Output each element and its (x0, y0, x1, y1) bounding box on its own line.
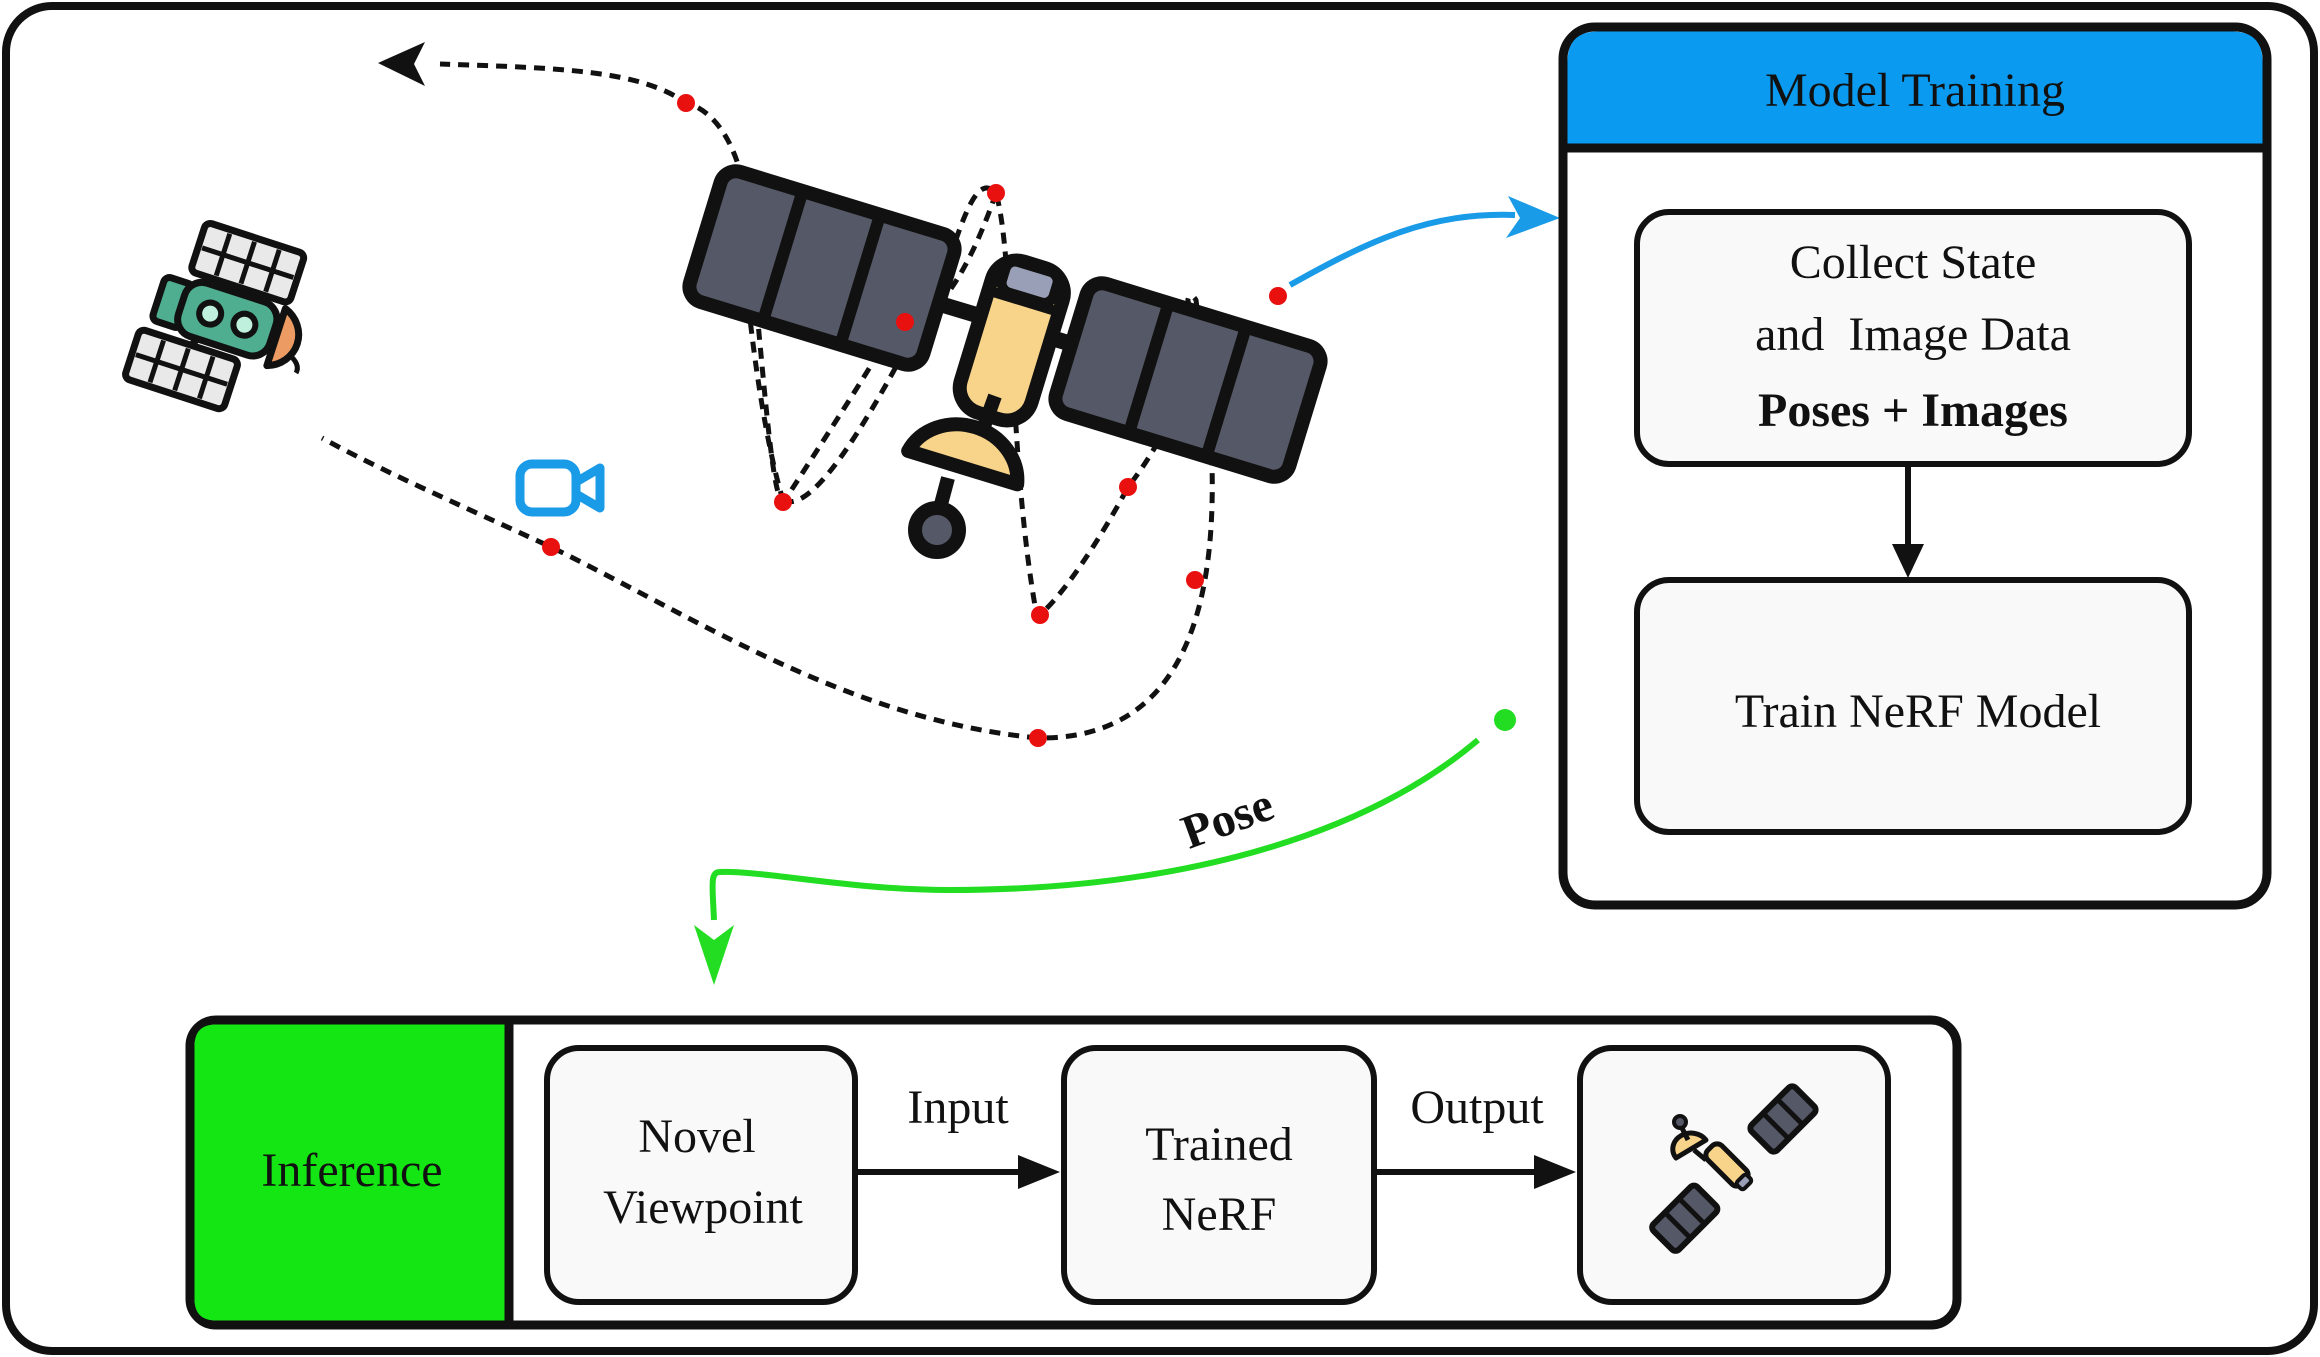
novel-viewpoint-box (544, 1045, 858, 1305)
trajectory-point (987, 184, 1005, 202)
small-satellite-icon (122, 219, 308, 413)
trajectory-point (1119, 478, 1137, 496)
satellite-icon (682, 164, 1328, 559)
collect-line-3: Poses + Images (1758, 384, 2068, 437)
collect-data-box (1634, 209, 2192, 467)
collect-line-1: Collect State (1790, 236, 2037, 289)
novel-line-1: Novel (638, 1110, 755, 1163)
satellite-output-icon (1649, 1083, 1819, 1254)
training-title: Model Training (1765, 64, 2065, 117)
trained-line-1: Trained (1145, 1118, 1293, 1171)
trajectory-point (1186, 571, 1204, 589)
train-nerf-label: Train NeRF Model (1735, 685, 2101, 738)
trajectory-point (677, 94, 695, 112)
trajectory-point (1269, 287, 1287, 305)
model-training-panel: Model Training Collect State and Image D… (1558, 22, 2272, 910)
inference-title: Inference (261, 1144, 442, 1197)
collect-line-2: and Image Data (1755, 308, 2071, 361)
trajectory-point (774, 493, 792, 511)
train-nerf-box (1634, 577, 2192, 835)
training-header (1567, 31, 2263, 147)
trained-line-2: NeRF (1162, 1188, 1277, 1241)
trajectory-point (1031, 606, 1049, 624)
trajectory-point (896, 313, 914, 331)
video-camera-icon (515, 459, 605, 517)
input-label: Input (907, 1081, 1009, 1134)
trajectory-points (542, 94, 1287, 747)
trajectory-point (542, 538, 560, 556)
inference-header (194, 1024, 509, 1321)
training-data-arrow (1288, 196, 1560, 288)
trajectory-point (1029, 729, 1047, 747)
trajectory-arrowhead (378, 42, 425, 86)
novel-line-2: Viewpoint (603, 1181, 803, 1234)
trained-nerf-box (1061, 1045, 1377, 1305)
output-label: Output (1410, 1081, 1544, 1134)
inference-panel: Inference Novel Viewpoint Input Trained … (185, 1015, 1962, 1330)
